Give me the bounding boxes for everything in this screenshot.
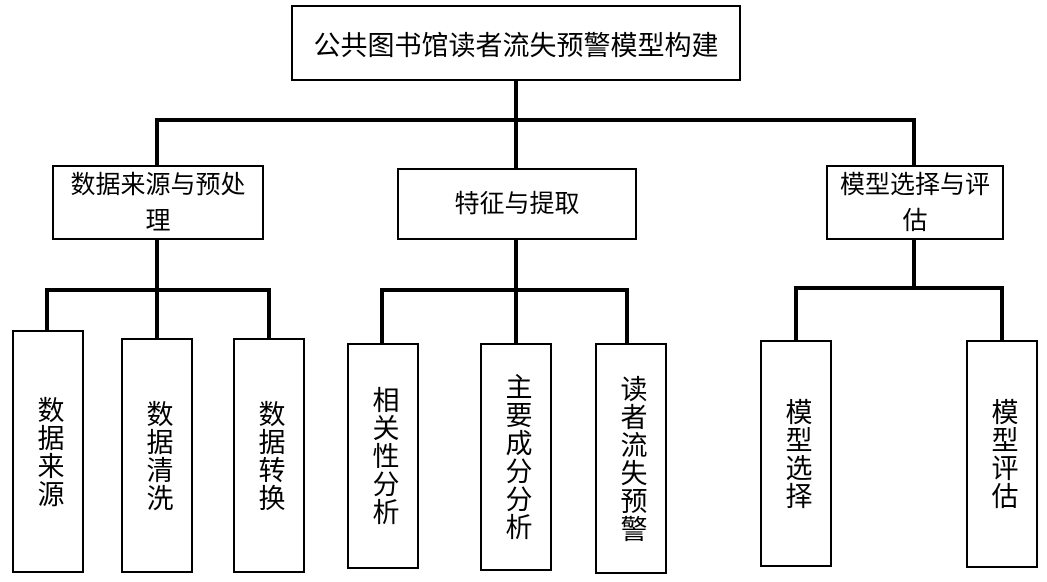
leaf-label: 模型选择 [780, 397, 812, 510]
branch-label: 数据来源与预处理 [70, 169, 246, 235]
leaf-node: 数据转换 [233, 338, 305, 573]
root-node: 公共图书馆读者流失预警模型构建 [291, 5, 741, 81]
root-label: 公共图书馆读者流失预警模型构建 [313, 30, 719, 62]
leaf-node: 模型评估 [966, 340, 1038, 568]
leaf-label: 模型评估 [986, 398, 1018, 510]
leaf-node: 数据清洗 [121, 338, 193, 573]
leaf-label: 数据转换 [253, 399, 285, 512]
leaf-node: 主要成分分析 [480, 343, 552, 571]
leaf-node: 读者流失预警 [595, 343, 667, 574]
leaf-node: 模型选择 [760, 340, 832, 567]
leaf-label: 相关性分析 [367, 386, 399, 526]
branch-label: 特征与提取 [454, 189, 580, 218]
branch-node-model-selection: 模型选择与评估 [826, 165, 1004, 240]
branch-node-feature-extraction: 特征与提取 [397, 168, 637, 240]
leaf-label: 读者流失预警 [615, 374, 647, 543]
leaf-node: 相关性分析 [347, 343, 419, 569]
branch-label: 模型选择与评估 [839, 169, 990, 235]
leaf-label: 主要成分分析 [500, 373, 532, 541]
leaf-label: 数据清洗 [141, 399, 173, 512]
leaf-label: 数据来源 [32, 395, 64, 508]
branch-node-data-preprocessing: 数据来源与预处理 [52, 165, 264, 240]
leaf-node: 数据来源 [12, 330, 84, 573]
